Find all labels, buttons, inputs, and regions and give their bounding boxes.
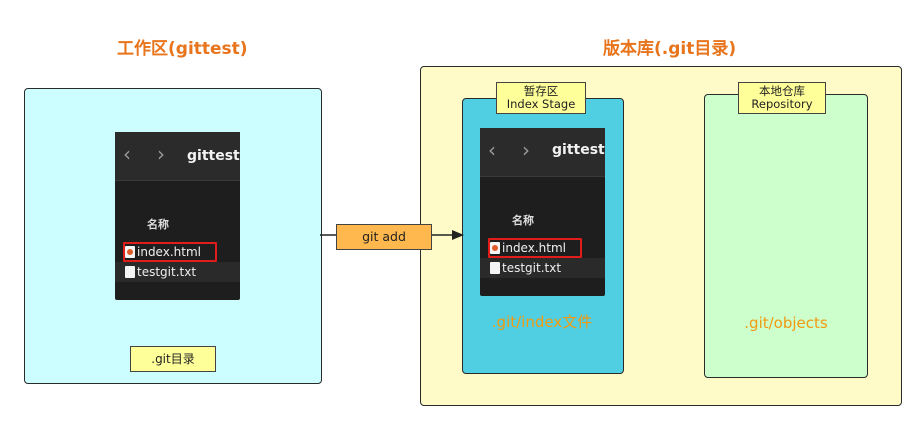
selection-highlight <box>488 238 582 258</box>
finder-toolbar: ‹ › gittest <box>480 128 605 177</box>
git-add-label: git add <box>336 224 432 250</box>
workspace-title: 工作区(gittest) <box>117 39 248 59</box>
finder-toolbar: ‹ › gittest <box>115 132 240 181</box>
file-name: testgit.txt <box>502 261 562 275</box>
finder-title: gittest <box>552 142 605 158</box>
file-row[interactable]: index.html <box>115 242 240 262</box>
git-objects-text: .git/objects <box>744 314 828 332</box>
file-row[interactable]: testgit.txt <box>115 262 240 282</box>
git-index-file-text: .git/index文件 <box>491 313 593 331</box>
finder-window-stage: ‹ › gittest 名称 index.html testgit.txt <box>480 128 605 296</box>
text-file-icon <box>490 262 500 274</box>
column-header-name[interactable]: 名称 <box>147 218 169 231</box>
local-repo-label-cn: 本地仓库 <box>759 84 805 98</box>
finder-window-workspace: ‹ › gittest 名称 index.html testgit.txt <box>115 132 240 300</box>
html-file-icon <box>125 246 135 258</box>
chevron-right-icon[interactable]: › <box>522 138 530 162</box>
selection-highlight <box>123 242 217 262</box>
stage-label-en: Index Stage <box>506 97 576 111</box>
finder-title: gittest <box>187 148 240 164</box>
local-repo-label-en: Repository <box>751 97 813 111</box>
local-repo-label: 本地仓库 Repository <box>738 82 826 114</box>
stage-label-cn: 暂存区 <box>523 84 559 98</box>
column-header-name[interactable]: 名称 <box>512 214 534 227</box>
file-row[interactable]: index.html <box>480 238 605 258</box>
chevron-left-icon[interactable]: ‹ <box>488 138 496 162</box>
chevron-right-icon[interactable]: › <box>157 142 165 166</box>
file-name: testgit.txt <box>137 265 197 279</box>
local-repository-box <box>704 94 868 378</box>
html-file-icon <box>490 242 500 254</box>
file-row[interactable]: testgit.txt <box>480 258 605 278</box>
repository-title: 版本库(.git目录) <box>603 39 737 59</box>
chevron-left-icon[interactable]: ‹ <box>123 142 131 166</box>
stage-label: 暂存区 Index Stage <box>496 82 586 114</box>
file-name: index.html <box>137 245 201 259</box>
text-file-icon <box>125 266 135 278</box>
file-name: index.html <box>502 241 566 255</box>
git-dir-label: .git目录 <box>130 346 216 372</box>
